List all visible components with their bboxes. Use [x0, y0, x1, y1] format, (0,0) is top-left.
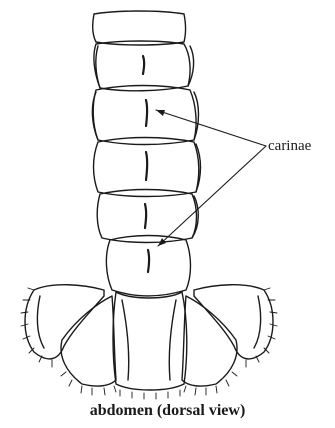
- left-uropod-inner: [61, 296, 116, 386]
- carinae-pointers: [156, 110, 266, 246]
- setae-fringe: [21, 288, 277, 399]
- abdominal-segment-5: [97, 190, 198, 243]
- tail-fan: [21, 285, 277, 399]
- right-uropod-inner: [182, 296, 237, 386]
- telson: [113, 292, 187, 390]
- figure-caption: abdomen (dorsal view): [0, 402, 335, 420]
- carinae-ridges: [143, 56, 149, 272]
- abdominal-segment-3: [92, 86, 198, 145]
- abdominal-segment-1: [93, 11, 186, 45]
- carinae-label: carinae: [268, 138, 311, 155]
